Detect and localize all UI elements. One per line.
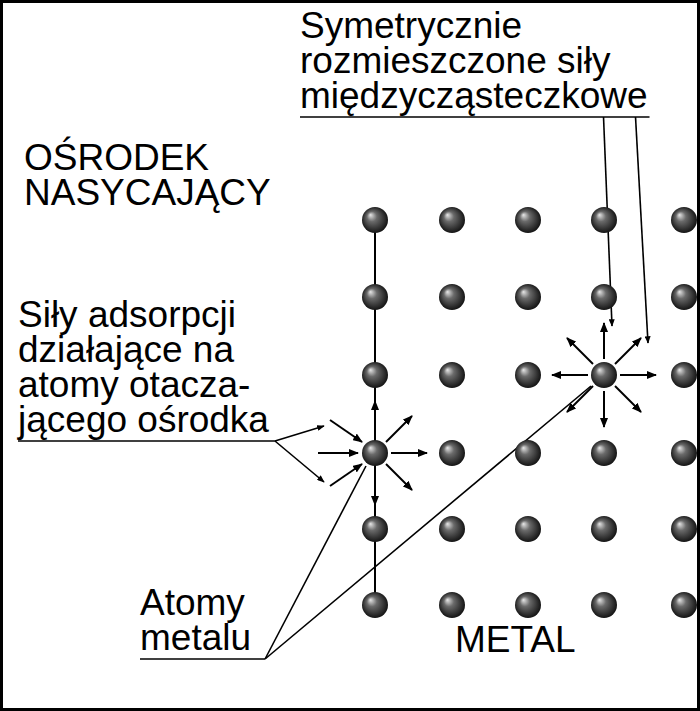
metal-atom xyxy=(671,440,697,466)
metal-atom xyxy=(515,516,541,542)
metal-atom xyxy=(515,207,541,233)
metal-atom xyxy=(439,362,465,388)
metal-atom xyxy=(591,516,617,542)
metal-atom xyxy=(515,362,541,388)
force-arrow xyxy=(620,374,656,376)
metal-atom xyxy=(439,592,465,618)
metal-atom xyxy=(591,362,617,388)
adsorption-arrow xyxy=(318,452,358,454)
metal-atom xyxy=(591,592,617,618)
metal-atom xyxy=(362,284,388,310)
force-arrow xyxy=(391,452,427,454)
atoms-note: Atomy metalu xyxy=(140,585,290,655)
metal-atom xyxy=(671,516,697,542)
metal-atom xyxy=(362,207,388,233)
force-arrow xyxy=(567,338,593,364)
force-arrow xyxy=(386,464,412,490)
metal-atom xyxy=(591,440,617,466)
metal-atom xyxy=(591,207,617,233)
force-arrow xyxy=(603,391,605,427)
force-note: Symetrycznie rozmieszczone siły międzycz… xyxy=(300,8,660,113)
force-arrow xyxy=(386,416,412,442)
force-arrow xyxy=(567,386,593,412)
underline xyxy=(18,440,275,442)
adsorption-arrow xyxy=(330,464,362,486)
adsorption-note: Siły adsorpcji działające na atomy otacz… xyxy=(18,297,280,437)
metal-atom xyxy=(671,592,697,618)
metal-atom xyxy=(591,284,617,310)
metal-atom xyxy=(439,440,465,466)
metal-atom xyxy=(439,284,465,310)
leader-line xyxy=(636,117,648,343)
force-arrow xyxy=(374,401,376,437)
metal-atom xyxy=(439,207,465,233)
metal-atom xyxy=(362,362,388,388)
force-arrow xyxy=(615,386,641,412)
metal-atom xyxy=(515,284,541,310)
underline xyxy=(300,116,650,118)
metal-atom xyxy=(362,516,388,542)
metal-label: METAL xyxy=(455,622,655,657)
force-arrow xyxy=(615,338,641,364)
force-arrow xyxy=(552,374,588,376)
metal-atom xyxy=(515,592,541,618)
metal-atom xyxy=(362,440,388,466)
metal-atom xyxy=(362,592,388,618)
leader-line xyxy=(275,426,324,441)
surface-line xyxy=(374,220,376,605)
metal-atom xyxy=(439,516,465,542)
leader-line xyxy=(265,466,366,659)
medium-label: OŚRODEK NASYCAJĄCY xyxy=(24,140,284,210)
leader-line xyxy=(265,386,591,659)
force-arrow xyxy=(374,469,376,505)
metal-atom xyxy=(671,284,697,310)
adsorption-arrow xyxy=(330,420,362,442)
underline xyxy=(140,658,265,660)
metal-atom xyxy=(671,362,697,388)
metal-atom xyxy=(671,207,697,233)
force-arrow xyxy=(603,323,605,359)
leader-line xyxy=(275,441,324,482)
metal-atom xyxy=(515,440,541,466)
